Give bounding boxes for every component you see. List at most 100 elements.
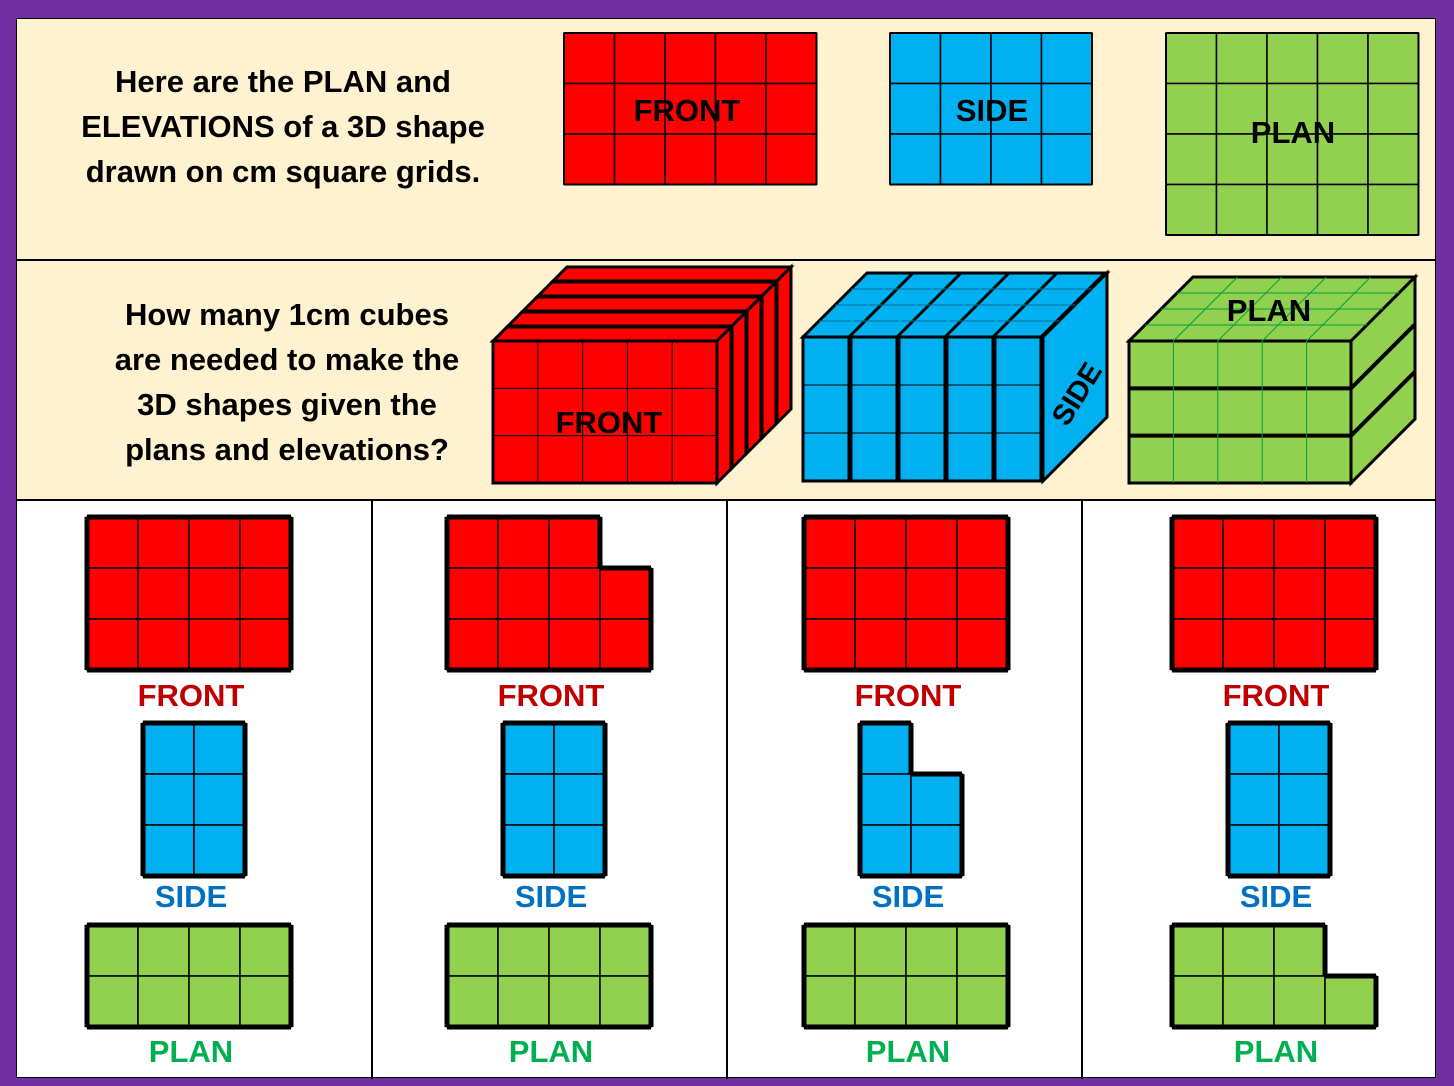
- example-front-grid-cell: [613, 133, 666, 186]
- example-side-grid-cell: [1040, 133, 1093, 186]
- q3-side-label: SIDE: [872, 879, 944, 914]
- q2-side-grid-cell: [553, 722, 606, 775]
- red-box-slice-side: [715, 323, 733, 487]
- q4-plan-grid-cell: [1171, 975, 1224, 1028]
- q3-side-grid-cell: [859, 824, 912, 877]
- example-plan-grid-cell: [1367, 133, 1420, 186]
- q1-front-grid-cell: [188, 618, 241, 671]
- q4-front-label: FRONT: [1223, 678, 1330, 713]
- q3-front-grid-cell: [905, 567, 958, 620]
- q4-front-grid-cell: [1273, 567, 1326, 620]
- q4-front-grid-cell: [1324, 516, 1377, 569]
- q1-front-grid-cell: [239, 567, 292, 620]
- q2-front-grid-cell: [599, 567, 652, 620]
- q1-plan-grid-cell: [239, 924, 292, 977]
- q3-front-grid-cell: [854, 618, 907, 671]
- q4-front-grid-cell: [1171, 567, 1224, 620]
- question-text: How many 1cm cubes are needed to make th…: [114, 297, 460, 467]
- q3-plan-label: PLAN: [866, 1034, 950, 1069]
- example-plan-grid-cell: [1165, 133, 1218, 186]
- blue-box-slice: [849, 335, 899, 483]
- q3-front-grid-cell: [905, 516, 958, 569]
- q2-side-label: SIDE: [515, 879, 587, 914]
- red-box-slice-top: [489, 325, 735, 343]
- q2-plan-grid-cell: [497, 975, 550, 1028]
- example-front-grid-cell: [765, 82, 818, 135]
- q4-side-grid-cell: [1278, 824, 1331, 877]
- q4-side-grid-cell: [1227, 722, 1280, 775]
- q1-plan-label: PLAN: [149, 1034, 233, 1069]
- q2-front-label: FRONT: [498, 678, 605, 713]
- column-divider: [1081, 501, 1083, 1079]
- example-side-label: SIDE: [956, 93, 1028, 128]
- q4-front-grid-cell: [1222, 618, 1275, 671]
- example-plan-grid-cell: [1266, 183, 1319, 236]
- q1-plan-grid-cell: [86, 975, 139, 1028]
- q4-front-grid-cell: [1171, 516, 1224, 569]
- example-side-grid-cell: [1040, 82, 1093, 135]
- example-side-grid-cell: [889, 82, 942, 135]
- example-front-grid-cell: [714, 133, 767, 186]
- example-plan-grid-cell: [1266, 82, 1319, 135]
- example-front-grid-cell: [714, 82, 767, 135]
- example-plan-grid-cell: [1316, 32, 1369, 85]
- q4-side-label: SIDE: [1240, 879, 1312, 914]
- example-front-grid-cell: [563, 82, 616, 135]
- red-box-label: FRONT: [556, 405, 663, 440]
- q3-side-grid-cell: [859, 773, 912, 826]
- q4-front-grid-cell: [1222, 567, 1275, 620]
- q2-side-grid-cell: [502, 722, 555, 775]
- q1-front-grid-cell: [86, 567, 139, 620]
- q3-plan-grid-cell: [854, 924, 907, 977]
- q4-plan-grid-cell: [1171, 924, 1224, 977]
- q2-side-grid-cell: [502, 773, 555, 826]
- example-front-grid-cell: [664, 82, 717, 135]
- blue-box-slice: [945, 335, 995, 483]
- example-plan-grid-cell: [1165, 32, 1218, 85]
- q1-side-label: SIDE: [155, 879, 227, 914]
- q3-front-grid-cell: [803, 516, 856, 569]
- q3-side-grid-cell: [859, 722, 912, 775]
- q4-plan-grid-cell: [1324, 975, 1377, 1028]
- red-box-slice-top: [549, 265, 795, 283]
- example-front-grid-cell: [765, 32, 818, 85]
- q4-front-grid-cell: [1171, 618, 1224, 671]
- q3-front-grid-cell: [956, 567, 1009, 620]
- example-plan-label: PLAN: [1251, 115, 1335, 150]
- q4-plan-label: PLAN: [1234, 1034, 1318, 1069]
- q3-front-grid-cell: [803, 618, 856, 671]
- q2-side-grid-cell: [502, 824, 555, 877]
- example-side-grid-cell: [889, 32, 942, 85]
- q3-front-grid-cell: [956, 516, 1009, 569]
- example-plan-grid-cell: [1215, 32, 1268, 85]
- q4-front-grid-cell: [1324, 567, 1377, 620]
- q1-front-grid-cell: [86, 516, 139, 569]
- q2-front-grid-cell: [548, 618, 601, 671]
- q3-front-label: FRONT: [855, 678, 962, 713]
- q4-plan-grid-cell: [1222, 924, 1275, 977]
- red-box-slice-side: [760, 278, 778, 442]
- intro-text: Here are the PLAN and ELEVATIONS of a 3D…: [81, 64, 485, 189]
- blue-box-slice: [993, 335, 1043, 483]
- column-divider: [371, 501, 373, 1079]
- q2-plan-grid-cell: [548, 924, 601, 977]
- q2-front-grid-cell: [548, 516, 601, 569]
- q1-front-grid-cell: [86, 618, 139, 671]
- q4-front-grid-cell: [1324, 618, 1377, 671]
- example-front-grid-cell: [563, 133, 616, 186]
- q2-plan-grid-cell: [599, 975, 652, 1028]
- q1-plan-grid-cell: [188, 924, 241, 977]
- q2-front-grid-cell: [446, 567, 499, 620]
- q3-plan-grid-cell: [956, 975, 1009, 1028]
- example-side-grid-cell: [1040, 32, 1093, 85]
- q3-front-grid-cell: [854, 567, 907, 620]
- example-side-grid-cell: [990, 82, 1043, 135]
- q2-side-grid-cell: [553, 773, 606, 826]
- q4-plan-grid-cell: [1222, 975, 1275, 1028]
- example-side-grid-cell: [990, 32, 1043, 85]
- example-plan-grid-cell: [1367, 183, 1420, 236]
- blue-box-slice: [897, 335, 947, 483]
- q2-plan-grid-cell: [497, 924, 550, 977]
- q4-side-grid-cell: [1278, 722, 1331, 775]
- q2-front-grid-cell: [497, 567, 550, 620]
